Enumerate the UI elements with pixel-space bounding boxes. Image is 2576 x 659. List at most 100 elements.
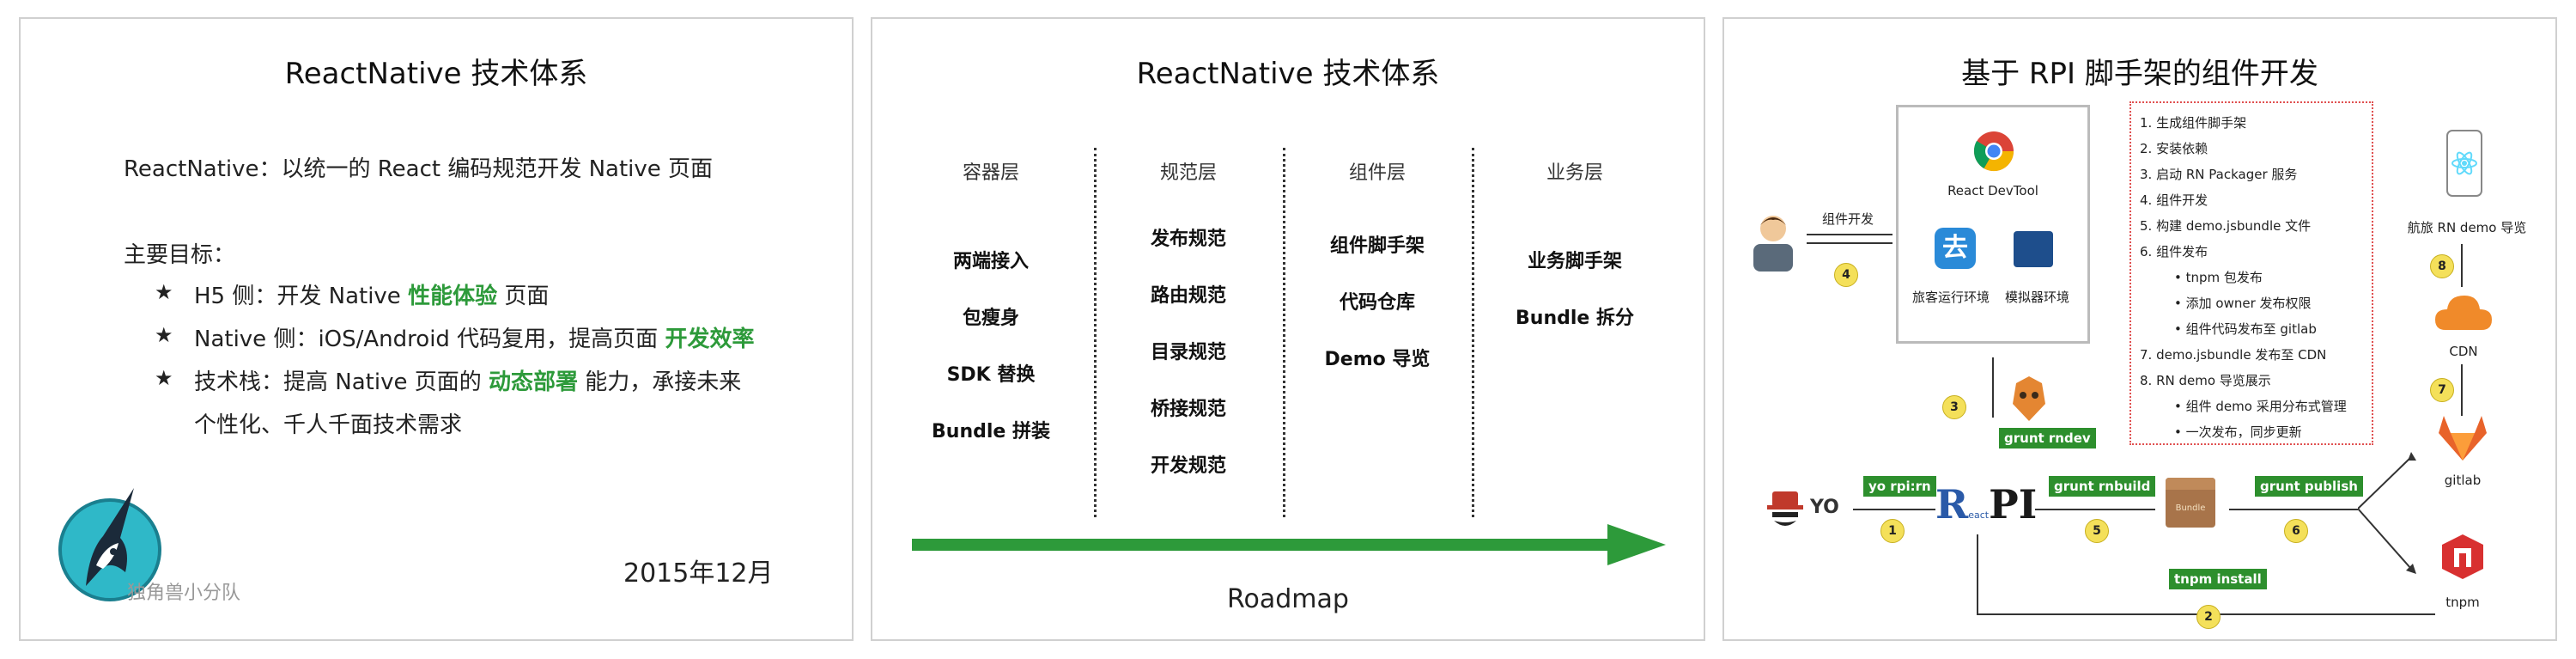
travel-app-icon: 去 xyxy=(1935,228,1976,269)
step-item: 5. 构建 demo.jsbundle 文件 xyxy=(2140,213,2363,239)
step-item: 6. 组件发布 xyxy=(2140,239,2363,265)
dev-arrow-line xyxy=(1807,242,1893,244)
star-bullet-icon: ★ xyxy=(155,280,173,304)
grunt-icon xyxy=(2013,376,2045,421)
cdn-label: CDN xyxy=(2449,344,2478,359)
goal-highlight: 开发效率 xyxy=(665,326,755,352)
column-item: 业务脚手架 xyxy=(1527,251,1622,272)
step-number: 3. xyxy=(2140,167,2153,182)
step-number: 6. xyxy=(2140,244,2153,259)
column-item: 桥接规范 xyxy=(1150,399,1226,420)
goal-highlight: 性能体验 xyxy=(408,284,498,309)
column-heading: 业务层 xyxy=(1546,162,1603,184)
slide-rpi-workflow: 基于 RPI 脚手架的组件开发 React DevTool 去 旅客运行环境 模… xyxy=(1722,17,2557,641)
star-bullet-icon: ★ xyxy=(155,323,173,347)
column-item: 组件脚手架 xyxy=(1329,235,1425,257)
step-bullet: • xyxy=(2174,270,2182,285)
step-item: 8. RN demo 导览展示 xyxy=(2140,368,2363,394)
yo-label: YO xyxy=(1810,497,1839,518)
column-business-layer: 业务层 业务脚手架 Bundle 拆分 xyxy=(1480,156,1669,347)
rndev-arrow xyxy=(1992,357,1994,418)
column-heading: 规范层 xyxy=(1159,162,1217,184)
gitlab-up-arrow xyxy=(2461,364,2463,416)
step-badge-1: 1 xyxy=(1880,519,1905,543)
goals-heading: 主要目标： xyxy=(124,242,236,268)
step-badge-6: 6 xyxy=(2284,519,2308,543)
step-number: 2. xyxy=(2140,141,2153,156)
step-text: demo.jsbundle 发布至 CDN xyxy=(2156,347,2327,363)
step-text: 组件开发 xyxy=(2156,192,2208,208)
step-bullet: • xyxy=(2174,296,2182,311)
column-divider xyxy=(1472,148,1474,517)
branch-arrows xyxy=(2358,452,2416,574)
column-item: 包瘦身 xyxy=(962,308,1019,329)
slide-title: ReactNative 技术体系 xyxy=(284,57,588,91)
tnpm-icon xyxy=(2442,534,2483,579)
yo-arrow xyxy=(1853,509,1935,510)
tag-yo-rpi: yo rpi:rn xyxy=(1863,476,1936,497)
roadmap-arrow-icon xyxy=(912,524,1666,565)
step-text: tnpm 包发布 xyxy=(2185,270,2263,285)
goal-text: H5 侧：开发 Native xyxy=(194,284,409,309)
slide-title: 基于 RPI 脚手架的组件开发 xyxy=(1961,57,2318,91)
column-divider xyxy=(1283,148,1285,517)
intro-text: ReactNative：以统一的 React 编码规范开发 Native 页面 xyxy=(124,156,714,182)
step-bullet: • xyxy=(2174,424,2182,440)
tag-grunt-publish: grunt publish xyxy=(2255,476,2363,497)
devtools-box: React DevTool 去 旅客运行环境 模拟器环境 xyxy=(1896,105,2090,344)
dev-label: 组件开发 xyxy=(1822,211,1874,227)
step-subitem: • 添加 owner 发布权限 xyxy=(2140,290,2363,316)
goal-item-h5: H5 侧：开发 Native 性能体验 页面 xyxy=(194,278,549,310)
rnbuild-arrow xyxy=(2035,509,2155,510)
phone-react-icon xyxy=(2446,130,2482,197)
team-name: 独角兽小分队 xyxy=(127,583,241,604)
step-item: 4. 组件开发 xyxy=(2140,187,2363,213)
rpi-pi: PI xyxy=(1989,481,2038,528)
step-item: 3. 启动 RN Packager 服务 xyxy=(2140,162,2363,187)
slide-title: ReactNative 技术体系 xyxy=(1136,57,1440,91)
column-divider xyxy=(1094,148,1097,517)
column-spec-layer: 规范层 发布规范 路由规范 目录规范 桥接规范 开发规范 xyxy=(1094,156,1283,495)
step-bullet: • xyxy=(2174,399,2182,414)
step-badge-5: 5 xyxy=(2085,519,2109,543)
step-text: 一次发布，同步更新 xyxy=(2185,424,2302,440)
step-badge-8: 8 xyxy=(2430,254,2454,278)
step-badge-2: 2 xyxy=(2196,605,2221,629)
react-pi-logo: ReactPI xyxy=(1935,481,2037,528)
column-item: 发布规范 xyxy=(1150,229,1226,250)
column-item: 目录规范 xyxy=(1150,342,1226,363)
column-item: 代码仓库 xyxy=(1339,292,1415,314)
tnpm-install-line xyxy=(1977,534,1978,615)
step-text: 组件发布 xyxy=(2156,244,2208,259)
bundle-box-icon: Bundle xyxy=(2166,478,2215,528)
step-number: 8. xyxy=(2140,373,2153,388)
step-text: 组件 demo 采用分布式管理 xyxy=(2185,399,2347,414)
step-subitem: • 组件 demo 采用分布式管理 xyxy=(2140,394,2363,419)
chrome-icon xyxy=(1973,131,2014,172)
goal-text: Native 侧：iOS/Android 代码复用，提高页面 xyxy=(194,326,665,352)
column-item: SDK 替换 xyxy=(946,364,1036,386)
step-number: 1. xyxy=(2140,115,2153,131)
goal-highlight: 动态部署 xyxy=(488,369,578,395)
demo-target-label: 航旅 RN demo 导览 xyxy=(2407,220,2527,235)
developer-avatar-icon xyxy=(1753,216,1793,272)
step-item: 1. 生成组件脚手架 xyxy=(2140,110,2363,136)
column-item: 路由规范 xyxy=(1150,285,1226,307)
tag-grunt-rndev: grunt rndev xyxy=(1999,428,2096,448)
step-badge-4: 4 xyxy=(1834,263,1858,287)
slide-roadmap: ReactNative 技术体系 容器层 两端接入 包瘦身 SDK 替换 Bun… xyxy=(871,17,1705,641)
react-devtool-label: React DevTool xyxy=(1947,183,2038,198)
column-item: Bundle 拆分 xyxy=(1516,308,1634,329)
rpi-small: eact xyxy=(1968,510,1990,521)
rpi-r: R xyxy=(1935,481,1969,528)
bundle-label: Bundle xyxy=(2175,503,2206,513)
step-item: 2. 安装依赖 xyxy=(2140,136,2363,162)
yeoman-icon xyxy=(1767,491,1803,526)
step-text: RN demo 导览展示 xyxy=(2156,373,2271,388)
column-container-layer: 容器层 两端接入 包瘦身 SDK 替换 Bundle 拼装 xyxy=(896,156,1085,461)
simulator-icon xyxy=(2014,231,2053,267)
tag-grunt-rnbuild: grunt rnbuild xyxy=(2049,476,2156,497)
column-item: Demo 导览 xyxy=(1324,349,1431,370)
tnpm-label: tnpm xyxy=(2445,595,2480,610)
goal-text: 能力，承接未来 xyxy=(578,369,742,395)
